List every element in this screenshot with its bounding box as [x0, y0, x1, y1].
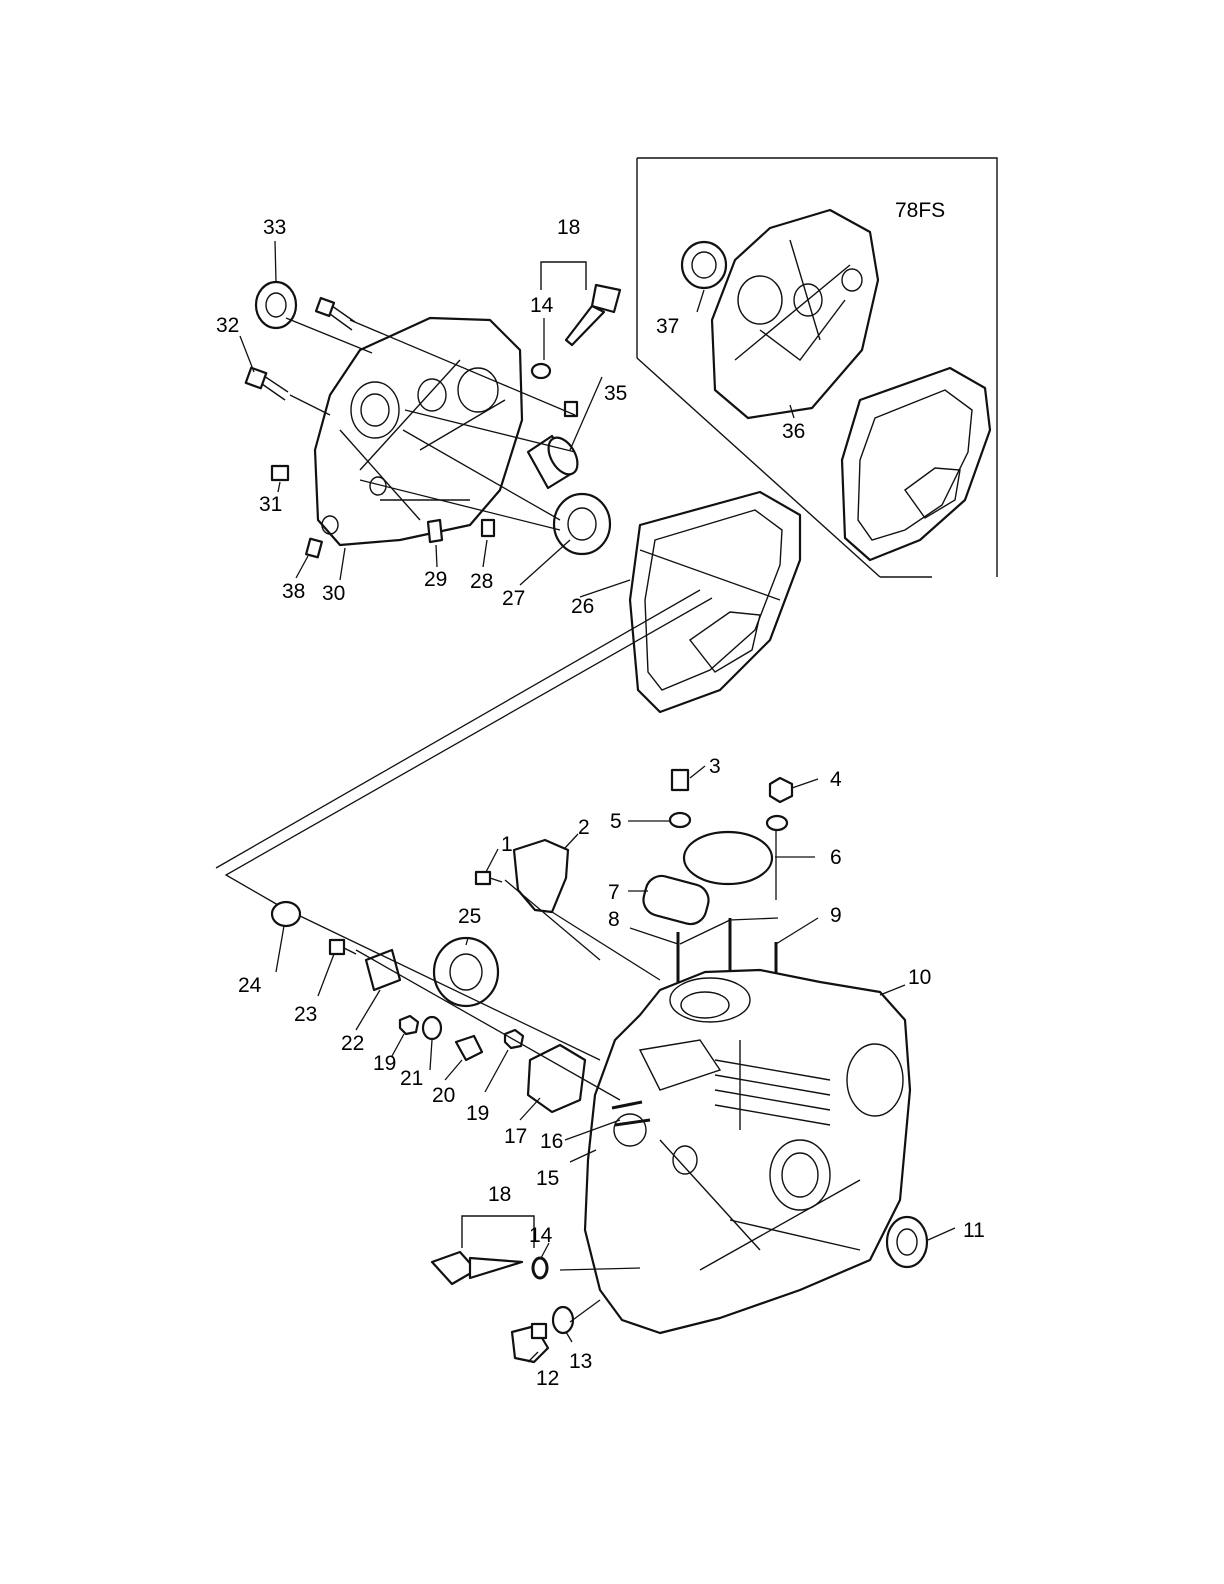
- cover-2: [514, 840, 568, 912]
- bolt-1: [476, 872, 502, 884]
- label-33: 33: [263, 216, 286, 239]
- label-11: 11: [963, 1219, 985, 1242]
- label-31: 31: [259, 493, 282, 516]
- gasket-7: [640, 872, 712, 927]
- label-14-upper: 14: [530, 294, 554, 317]
- label-13: 13: [569, 1350, 592, 1373]
- label-25: 25: [458, 905, 481, 928]
- gasket-inset: [842, 368, 990, 560]
- oil-seal-33: [256, 282, 296, 328]
- crankcase-10: [585, 970, 910, 1333]
- plug-31: [272, 466, 288, 480]
- label-21: 21: [400, 1067, 423, 1090]
- label-15: 15: [536, 1167, 559, 1190]
- label-20: 20: [432, 1084, 455, 1107]
- bushing-35: [528, 433, 583, 488]
- label-2: 2: [578, 816, 590, 839]
- label-18-upper: 18: [557, 216, 580, 239]
- pin-38: [306, 539, 322, 558]
- label-29: 29: [424, 568, 447, 591]
- label-38: 38: [282, 580, 305, 603]
- label-12: 12: [536, 1367, 559, 1390]
- label-37: 37: [656, 315, 679, 338]
- label-32: 32: [216, 314, 239, 337]
- washer-5b: [767, 816, 787, 830]
- dipstick-18-lower: [432, 1252, 522, 1284]
- bolt-23: [330, 940, 356, 954]
- label-10: 10: [908, 966, 931, 989]
- pin-28: [482, 520, 494, 536]
- label-26: 26: [571, 595, 594, 618]
- washer-5: [670, 813, 690, 827]
- label-4: 4: [830, 768, 842, 791]
- o-ring-6: [684, 832, 772, 884]
- label-7: 7: [608, 881, 620, 904]
- bushing-24: [272, 902, 300, 926]
- label-22: 22: [341, 1032, 364, 1055]
- o-ring-14-lower: [533, 1258, 547, 1278]
- washer-21: [423, 1017, 441, 1039]
- label-28: 28: [470, 570, 493, 593]
- label-36: 36: [782, 420, 805, 443]
- inset-title: 78FS: [895, 199, 945, 222]
- label-1: 1: [501, 833, 513, 856]
- nut-4: [770, 778, 792, 802]
- label-16: 16: [540, 1130, 563, 1153]
- label-23: 23: [294, 1003, 317, 1026]
- bolt-32: [246, 368, 288, 400]
- plate-20: [456, 1036, 482, 1060]
- oil-seal-11: [887, 1217, 927, 1267]
- label-9: 9: [830, 904, 842, 927]
- nut-19a: [400, 1016, 418, 1034]
- washer-13: [553, 1307, 573, 1333]
- stud-29: [428, 520, 442, 542]
- bearing-27: [554, 494, 610, 554]
- label-30: 30: [322, 582, 345, 605]
- drain-plug-12: [512, 1324, 548, 1362]
- label-14-lower: 14: [529, 1224, 553, 1247]
- label-8: 8: [608, 908, 620, 931]
- oil-seal-37: [682, 242, 726, 288]
- gear-case-cover-36: [712, 210, 878, 418]
- label-24: 24: [238, 974, 262, 997]
- label-5: 5: [610, 810, 622, 833]
- gasket-26: [630, 492, 800, 712]
- label-27: 27: [502, 587, 525, 610]
- o-ring-14-upper: [532, 364, 550, 378]
- nut-19b: [505, 1030, 523, 1048]
- bolt-top: [316, 298, 355, 330]
- label-3: 3: [709, 755, 721, 778]
- label-18-lower: 18: [488, 1183, 511, 1206]
- label-19b: 19: [466, 1102, 489, 1125]
- label-17: 17: [504, 1125, 527, 1148]
- label-35: 35: [604, 382, 627, 405]
- label-6: 6: [830, 846, 842, 869]
- label-19a: 19: [373, 1052, 396, 1075]
- cap-nut-3: [672, 770, 688, 790]
- dipstick-18-upper: [566, 285, 620, 345]
